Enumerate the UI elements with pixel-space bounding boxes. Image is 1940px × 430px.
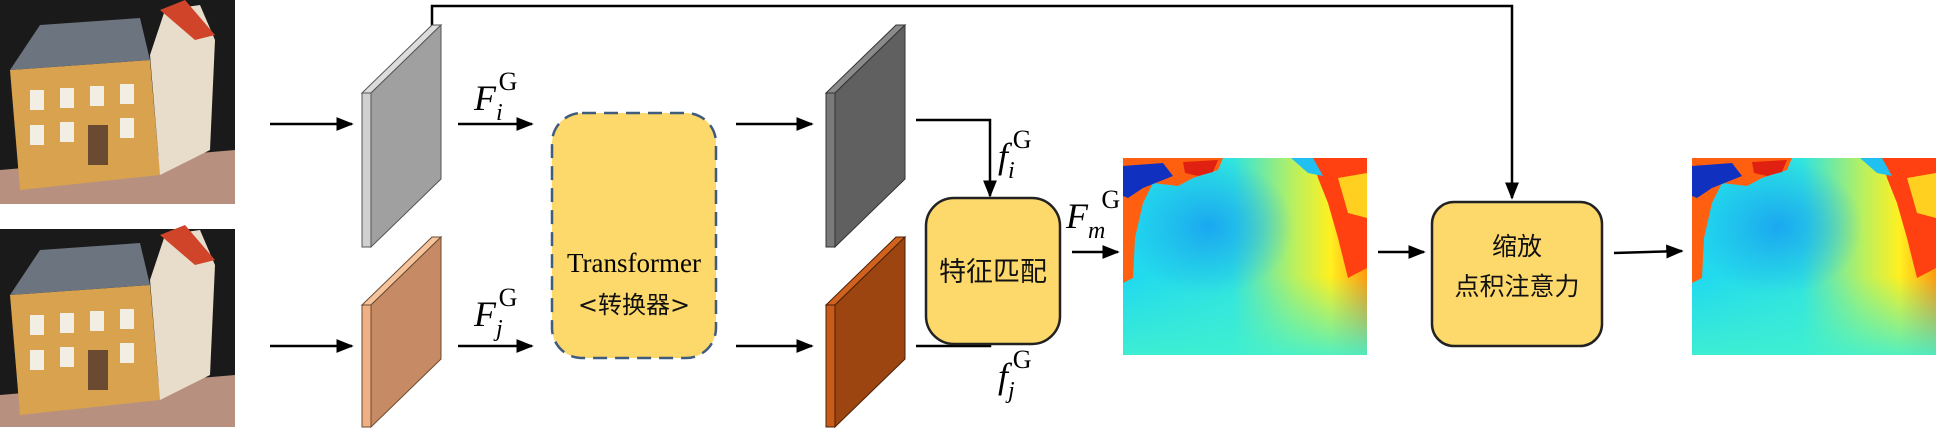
label-F-m-G: FmG — [1065, 185, 1120, 244]
attention-label-line2: 点积注意力 — [1454, 272, 1579, 301]
skip-connection-line — [430, 4, 1519, 200]
connector-f-i — [916, 118, 997, 198]
input-image-i — [0, 0, 235, 204]
output-heatmap — [1692, 158, 1936, 355]
feature-map-j — [360, 235, 443, 429]
transformed-feature-j — [824, 235, 907, 429]
label-f-j-G: fjG — [998, 345, 1031, 404]
transformed-feature-i — [824, 23, 907, 249]
transformer-subtitle: <转换器> — [578, 291, 690, 319]
feature-matching-block: 特征匹配 — [924, 196, 1062, 346]
label-F-i-G: FiG — [473, 67, 517, 126]
label-F-j-G: FjG — [473, 283, 517, 342]
scaled-dot-product-attention-block: 缩放 点积注意力 — [1430, 200, 1604, 348]
transformer-block: Transformer <转换器> — [550, 111, 718, 360]
input-image-j — [0, 225, 235, 427]
matched-heatmap — [1123, 158, 1367, 355]
label-f-i-G: fiG — [998, 125, 1031, 184]
arrow-attention-out — [1613, 244, 1684, 259]
feature-map-i — [360, 23, 443, 249]
feature-matching-label: 特征匹配 — [939, 257, 1047, 288]
transformer-title: Transformer — [567, 248, 701, 278]
attention-label-line1: 缩放 — [1492, 232, 1542, 261]
